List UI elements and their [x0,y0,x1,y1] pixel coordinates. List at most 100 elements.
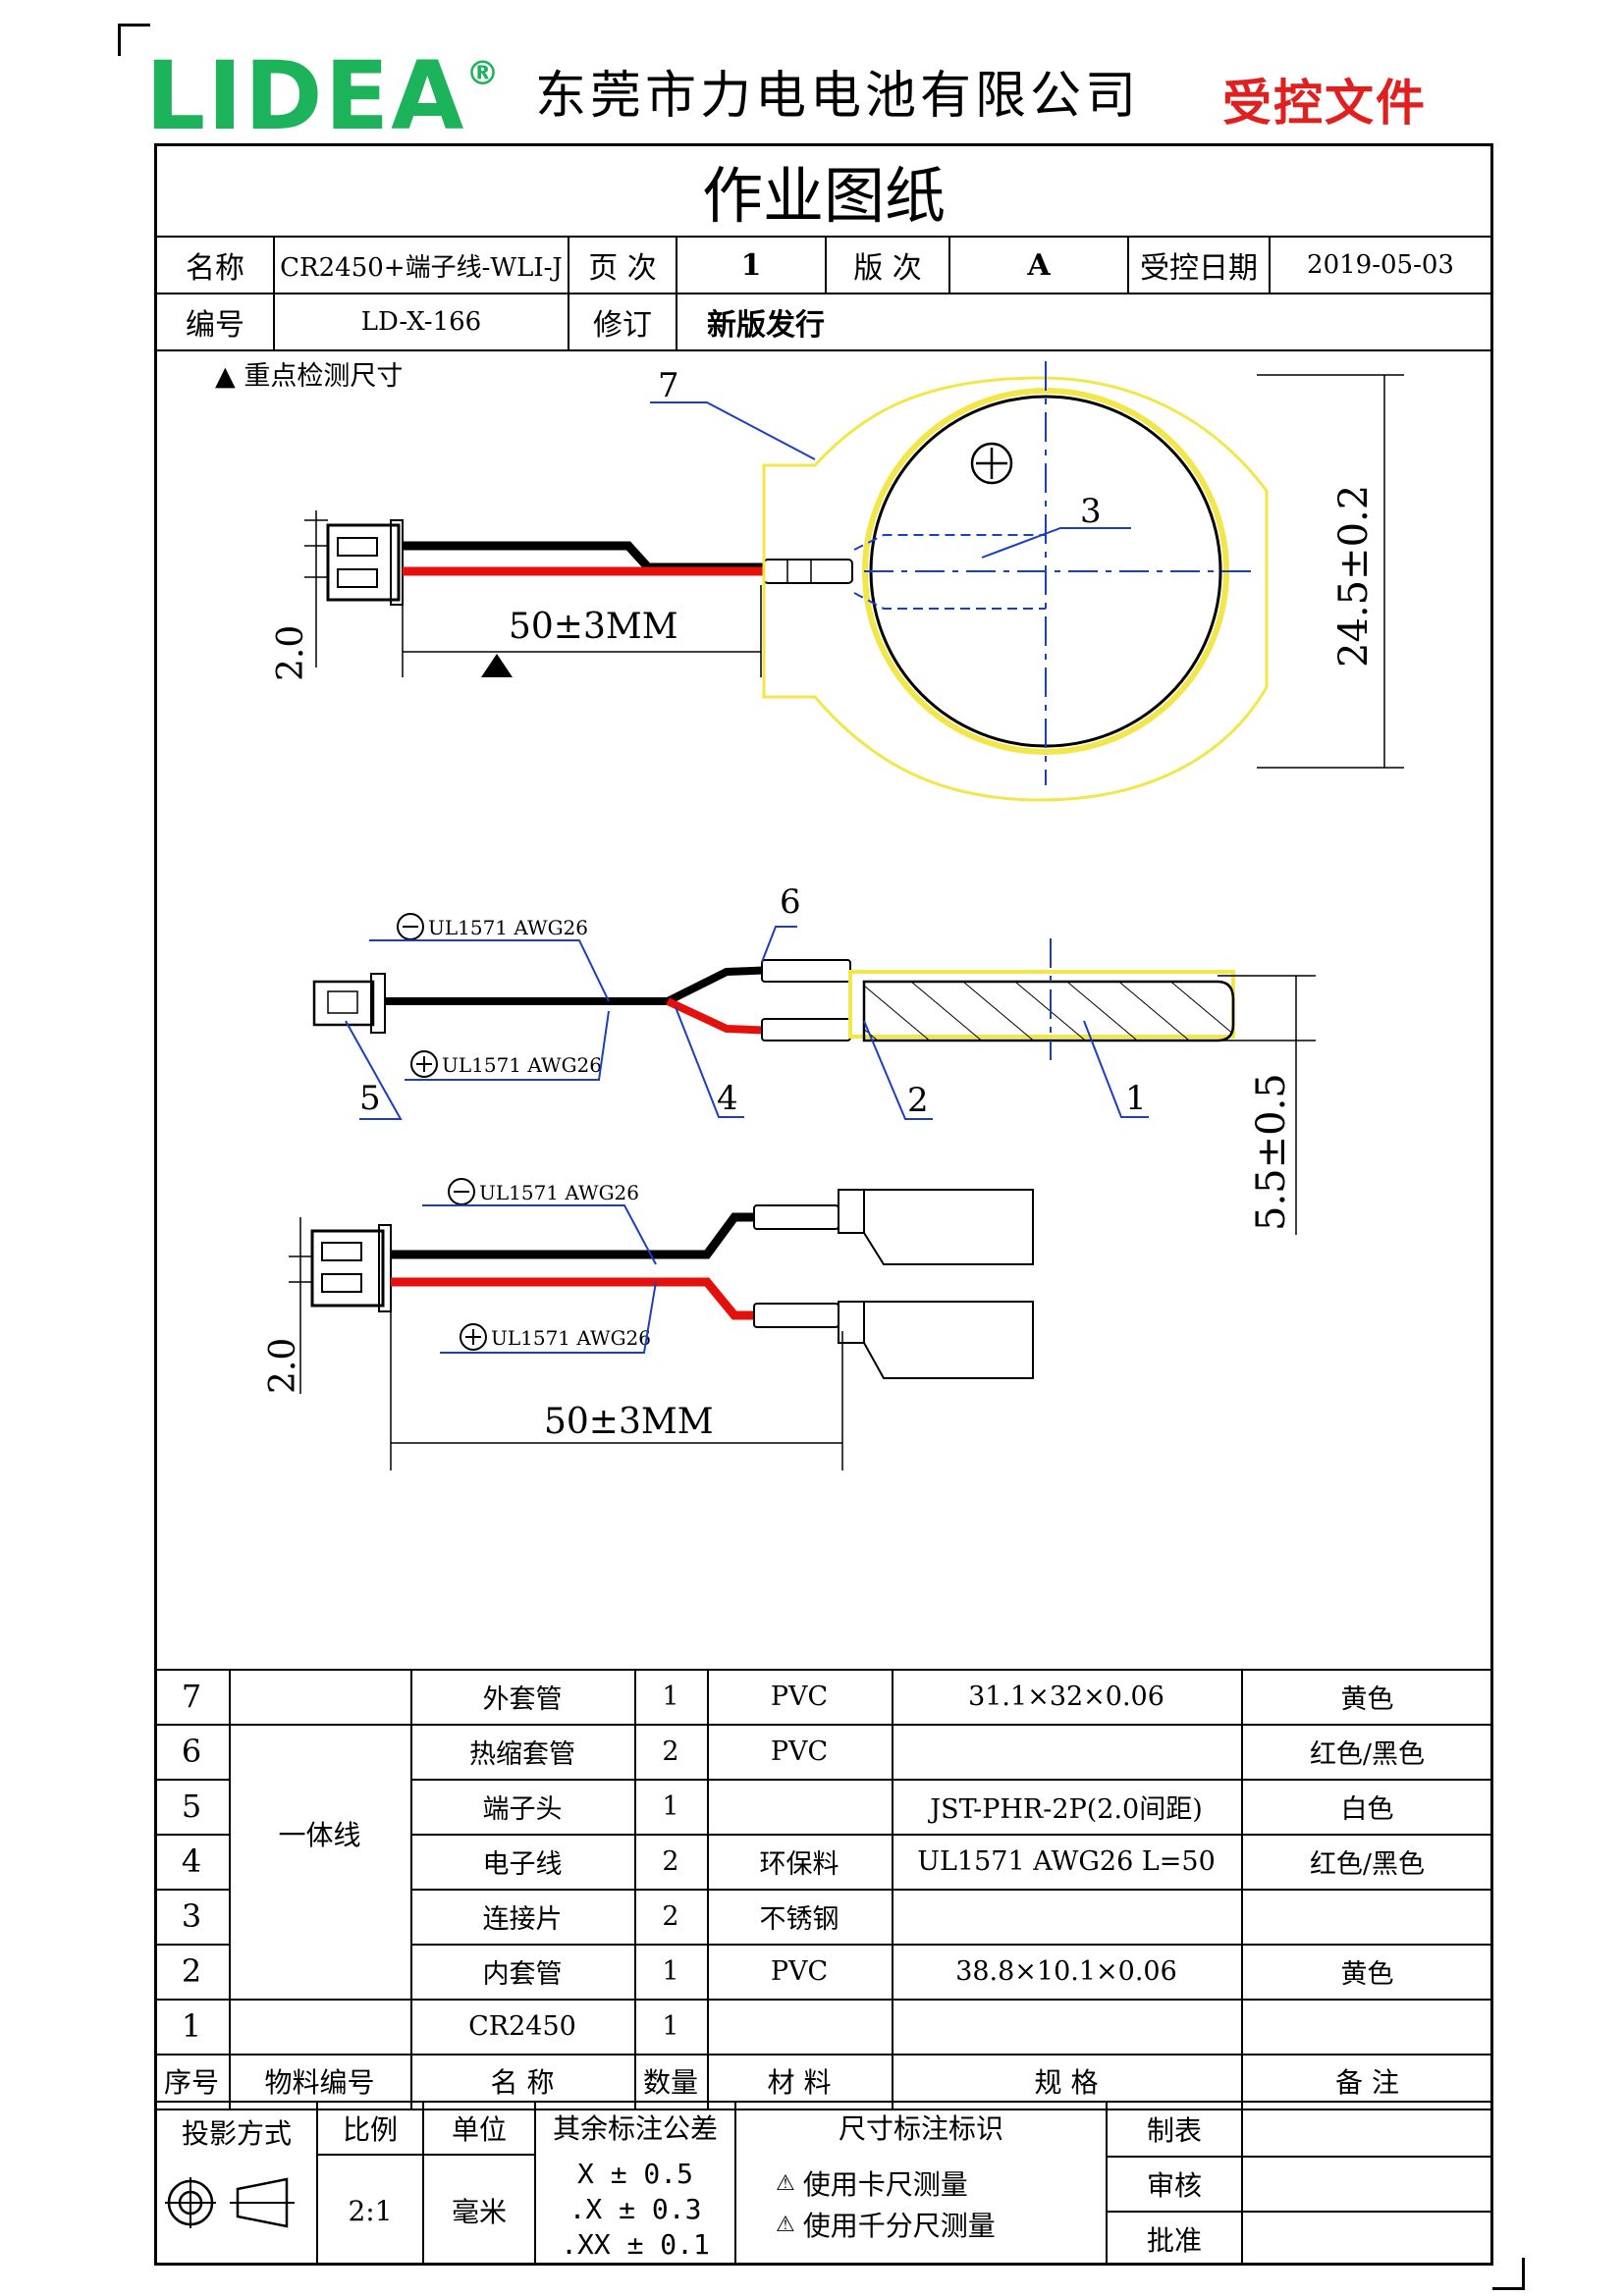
bom-cell-note [1243,1891,1491,1942]
bom-header-cell: 材 料 [767,2066,832,2099]
dim-diameter: 24.5±0.2 [1331,485,1377,667]
unit-label: 单位 [451,2113,507,2146]
bom-cell-material: PVC [770,1955,829,1987]
document-title: 作业图纸 [701,160,946,232]
bom-grid-line [154,1779,229,1781]
bom-cell-material [709,2001,890,2052]
bom-grid-line [707,1669,709,2109]
bom-grid-line [154,1834,229,1836]
dim-wire-length-lower: 50±3MM [544,1402,714,1442]
bom-cell-seq: 5 [181,1788,202,1825]
bom-header-cell: 序号 [163,2066,219,2099]
bom-cell-material: PVC [770,1735,829,1767]
bom-cell-seq: 4 [181,1842,202,1880]
bom-grid-line [410,1889,1493,1891]
bom-cell-note: 黄色 [1340,1683,1394,1715]
date-value: 2019-05-03 [1307,250,1454,280]
bom-cell-name: 连接片 [482,1903,563,1935]
bom-cell-qty: 1 [662,2010,679,2042]
dim-mark-micrometer: ⚠使用千分尺测量 [776,2210,996,2242]
dim-mark-caliper: ⚠使用卡尺测量 [776,2168,968,2201]
bom-grid-line [154,2109,1493,2110]
tolerance-2: .X ± 0.3 [568,2192,702,2225]
top-view: 7 3 24.5±0.2 50±3MM 2.0 [271,361,1404,802]
bom-cell-note: 黄色 [1340,1958,1394,1990]
bom-cell-name: 内套管 [482,1958,563,1990]
callout-3: 3 [1080,492,1102,531]
number-label: 编号 [186,308,244,343]
bom-cell-seq: 2 [181,1952,202,1990]
name-value: CR2450+端子线-WLI-J [280,252,563,283]
bom-cell-spec [893,2001,1239,2052]
bom-grid-line [410,1779,1493,1781]
bom-grid-line [229,1669,231,2109]
bom-cell-qty: 1 [662,1955,679,1987]
wire-label-negative-lower: UL1571 AWG26 [479,1181,639,1204]
bom-grid-line [410,1669,412,2109]
bom-header-cell: 备 注 [1335,2066,1399,2099]
callout-6: 6 [780,882,801,922]
review-label: 审核 [1146,2169,1202,2202]
lower-view: UL1571 AWG26 UL1571 AWG26 50±3MM 2.0 [263,1178,1034,1470]
bom-grid-line [410,1834,1493,1836]
bom-cell-note: 白色 [1340,1793,1394,1825]
bom-grid-line [410,1944,1493,1946]
tolerance-3: .XX ± 0.1 [561,2227,710,2261]
key-dimension-note: ▲ 重点检测尺寸 [215,361,403,392]
bom-cell-note [1243,2001,1491,2052]
projection-symbol-icon [165,2177,295,2228]
bom-cell-note: 红色/黑色 [1309,1848,1426,1880]
company-name: 东莞市力电电池有限公司 [535,67,1141,126]
bom-group-label: 一体线 [278,1819,361,1851]
bom-header-cell: 物料编号 [264,2066,375,2099]
callout-7: 7 [658,366,679,405]
bom-header-cell: 规 格 [1034,2066,1099,2099]
bom-cell-name: 外套管 [482,1683,563,1715]
bom-cell-material: PVC [770,1681,829,1712]
page-value: 1 [740,247,762,283]
drawing-frame [154,143,1493,2266]
date-label: 受控日期 [1140,251,1258,286]
bom-cell-seq: 1 [181,2007,202,2045]
bom-cell-material: 不锈钢 [759,1903,839,1935]
controlled-document-stamp: 受控文件 [1222,74,1427,132]
bom-grid-line [634,1669,636,2109]
bom-header-cell: 数量 [642,2066,698,2099]
technical-drawing: ▲ 重点检测尺寸 7 3 [215,361,1404,1470]
callout-2: 2 [907,1081,929,1120]
revision-value: 新版发行 [707,308,825,343]
number-value: LD-X-166 [360,307,482,337]
name-label: 名称 [186,251,244,286]
dim-pitch-lower: 2.0 [263,1338,303,1394]
wire-label-positive-lower: UL1571 AWG26 [491,1326,651,1350]
bom-grid-line [154,1724,1493,1726]
tolerance-label: 其余标注公差 [552,2112,718,2145]
warning-triangle-icon: ⚠ [776,2212,795,2237]
dim-thickness: 5.5±0.5 [1249,1073,1294,1231]
corner-mark-top-left [118,24,150,56]
bom-cell-spec: JST-PHR-2P(2.0间距) [930,1793,1203,1825]
tolerance-1: X ± 0.5 [576,2157,693,2190]
approve-label: 批准 [1146,2224,1202,2257]
bom-cell-spec: 31.1×32×0.06 [968,1681,1164,1712]
cell-section [862,980,1235,1042]
projection-label: 投影方式 [181,2117,292,2150]
bom-grid-line [154,1944,229,1946]
bom-cell-material: 环保料 [759,1848,839,1880]
bom-cell-name: CR2450 [468,2010,576,2042]
unit-value: 毫米 [451,2196,507,2228]
bom-cell-seq: 6 [181,1733,202,1770]
callout-1: 1 [1125,1079,1147,1118]
connecting-tab [853,534,1046,610]
bom-cell-seq: 7 [181,1678,202,1715]
bom-cell-spec [893,1726,1239,1777]
bom-grid-line [154,2054,1493,2056]
dim-mark-label: 尺寸标注标识 [838,2112,1003,2145]
dim-wire-length-top: 50±3MM [509,607,678,647]
connector-housing [326,523,401,602]
bom-cell-name: 电子线 [482,1848,563,1880]
callout-4: 4 [717,1079,738,1118]
made-by-label: 制表 [1146,2114,1202,2147]
page-label: 页 次 [588,251,657,286]
bom-cell-name: 端子头 [482,1793,563,1825]
